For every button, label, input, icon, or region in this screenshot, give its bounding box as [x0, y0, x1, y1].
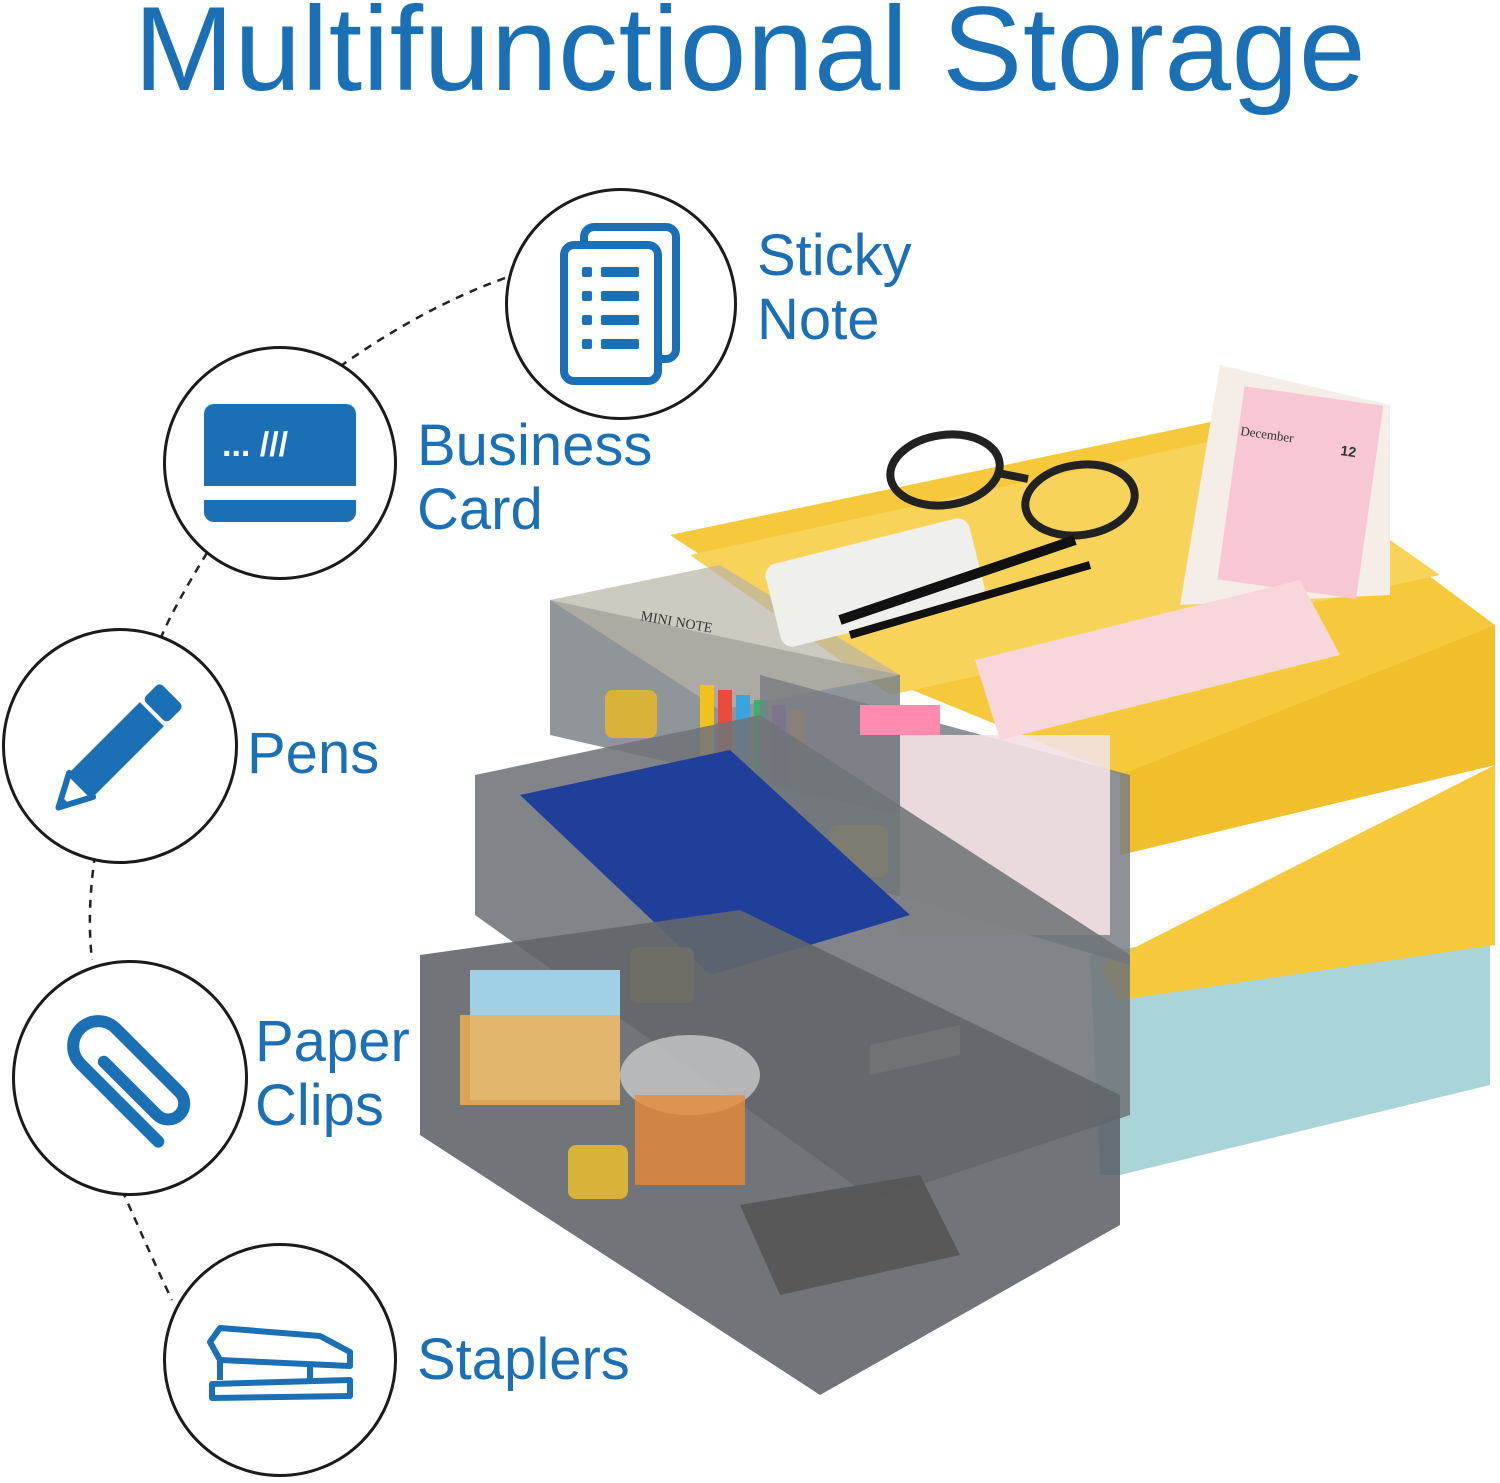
label-line: Note	[757, 287, 880, 352]
feature-circle-sticky-note	[505, 188, 737, 420]
label-line: Paper	[255, 1009, 410, 1074]
label-line: Pens	[247, 721, 380, 786]
pencil-icon	[55, 684, 182, 811]
feature-circle-business-card: ... ///	[163, 346, 397, 580]
calendar-month: December	[1240, 423, 1296, 445]
calendar-day: 12	[1340, 442, 1358, 460]
label-line: Sticky	[757, 223, 912, 288]
feature-label-paper-clips: Paper Clips	[255, 1010, 410, 1138]
business-card-icon: ... ///	[204, 404, 356, 522]
label-line: Clips	[255, 1073, 384, 1138]
paper-clip-icon	[67, 1015, 191, 1148]
feature-label-staplers: Staplers	[417, 1328, 630, 1392]
business-card-icon-text: ... ///	[222, 426, 289, 464]
feature-circle-pens	[2, 628, 238, 864]
feature-label-sticky-note: Sticky Note	[757, 224, 912, 352]
sticky-note-icon	[560, 223, 680, 385]
stapler-icon	[207, 1325, 353, 1401]
label-line: Business	[417, 413, 653, 478]
feature-circle-staplers	[163, 1243, 397, 1477]
label-line: Card	[417, 477, 543, 542]
feature-label-business-card: Business Card	[417, 414, 652, 542]
feature-circle-paper-clips	[12, 960, 248, 1196]
headline: Multifunctional Storage	[133, 0, 1367, 116]
feature-label-pens: Pens	[247, 722, 379, 786]
product-photo: MINI NOTE December 12	[420, 365, 1495, 1395]
label-line: Staplers	[417, 1327, 630, 1392]
